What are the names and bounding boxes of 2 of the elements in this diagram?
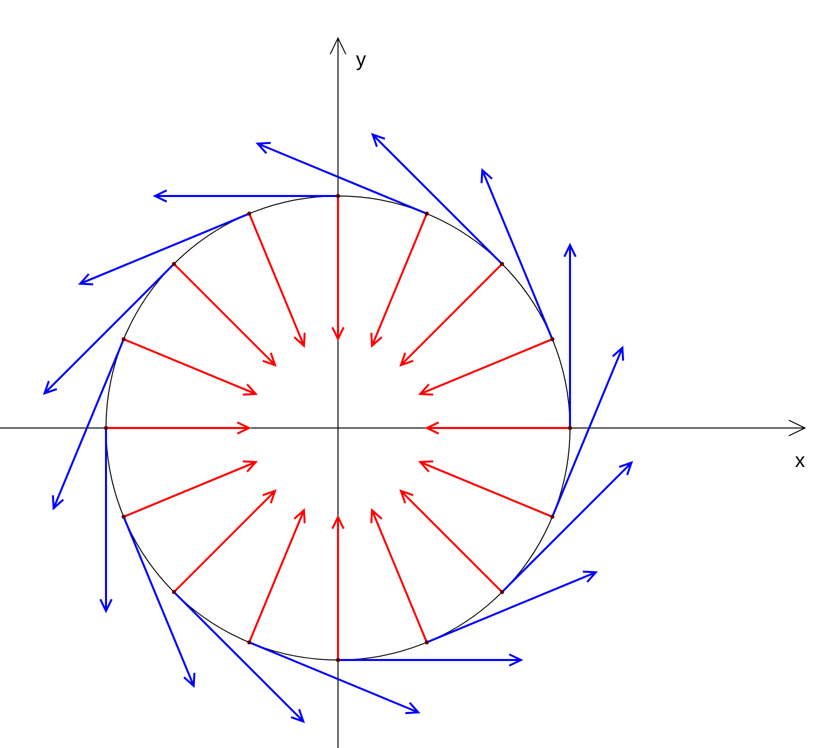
axis-label: y xyxy=(356,50,366,70)
axis-label: x xyxy=(795,451,805,471)
